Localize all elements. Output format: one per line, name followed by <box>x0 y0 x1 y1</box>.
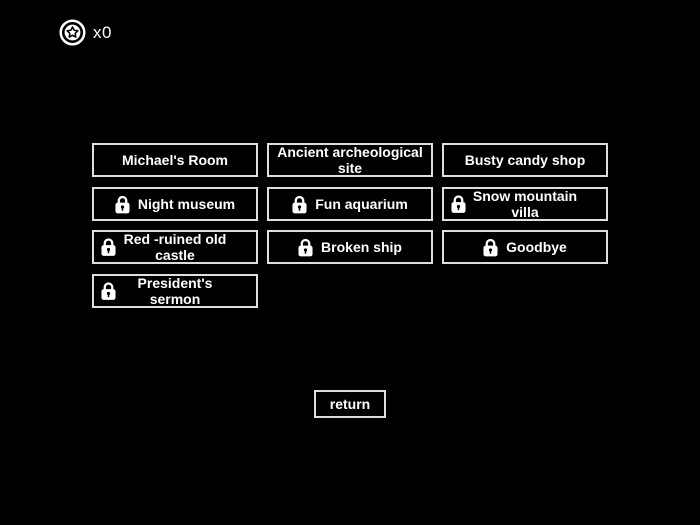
level-label: Broken ship <box>321 239 402 255</box>
level-button-snow-mountain-villa[interactable]: Snow mountain villa <box>442 187 608 221</box>
lock-icon <box>101 282 116 300</box>
level-button-presidents-sermon[interactable]: President's sermon <box>92 274 258 308</box>
level-button-fun-aquarium[interactable]: Fun aquarium <box>267 187 433 221</box>
level-button-busty-candy-shop[interactable]: Busty candy shop <box>442 143 608 177</box>
level-label: Snow mountain villa <box>472 188 578 220</box>
level-button-ancient-archeological-site[interactable]: Ancient archeological site <box>267 143 433 177</box>
star-count-label: x0 <box>93 22 112 42</box>
lock-icon <box>292 195 307 213</box>
level-button-goodbye[interactable]: Goodbye <box>442 230 608 264</box>
star-counter: x0 <box>59 19 112 46</box>
level-button-red-ruined-old-castle[interactable]: Red -ruined old castle <box>92 230 258 264</box>
lock-icon <box>101 238 116 256</box>
return-button-label: return <box>329 396 371 412</box>
level-label: Night museum <box>137 196 236 212</box>
level-label: Goodbye <box>506 239 567 255</box>
level-button-broken-ship[interactable]: Broken ship <box>267 230 433 264</box>
lock-icon <box>115 195 130 213</box>
level-label: Michael's Room <box>121 152 229 168</box>
lock-icon <box>483 238 498 256</box>
level-button-michaels-room[interactable]: Michael's Room <box>92 143 258 177</box>
lock-icon <box>451 195 466 213</box>
level-label: Busty candy shop <box>464 152 586 168</box>
lock-icon <box>298 238 313 256</box>
return-button[interactable]: return <box>314 390 386 418</box>
level-button-night-museum[interactable]: Night museum <box>92 187 258 221</box>
level-label: Fun aquarium <box>315 196 408 212</box>
level-label: Red -ruined old castle <box>123 231 227 263</box>
level-label: Ancient archeological site <box>277 144 423 176</box>
star-coin-icon <box>59 19 86 46</box>
level-label: President's sermon <box>137 275 213 307</box>
